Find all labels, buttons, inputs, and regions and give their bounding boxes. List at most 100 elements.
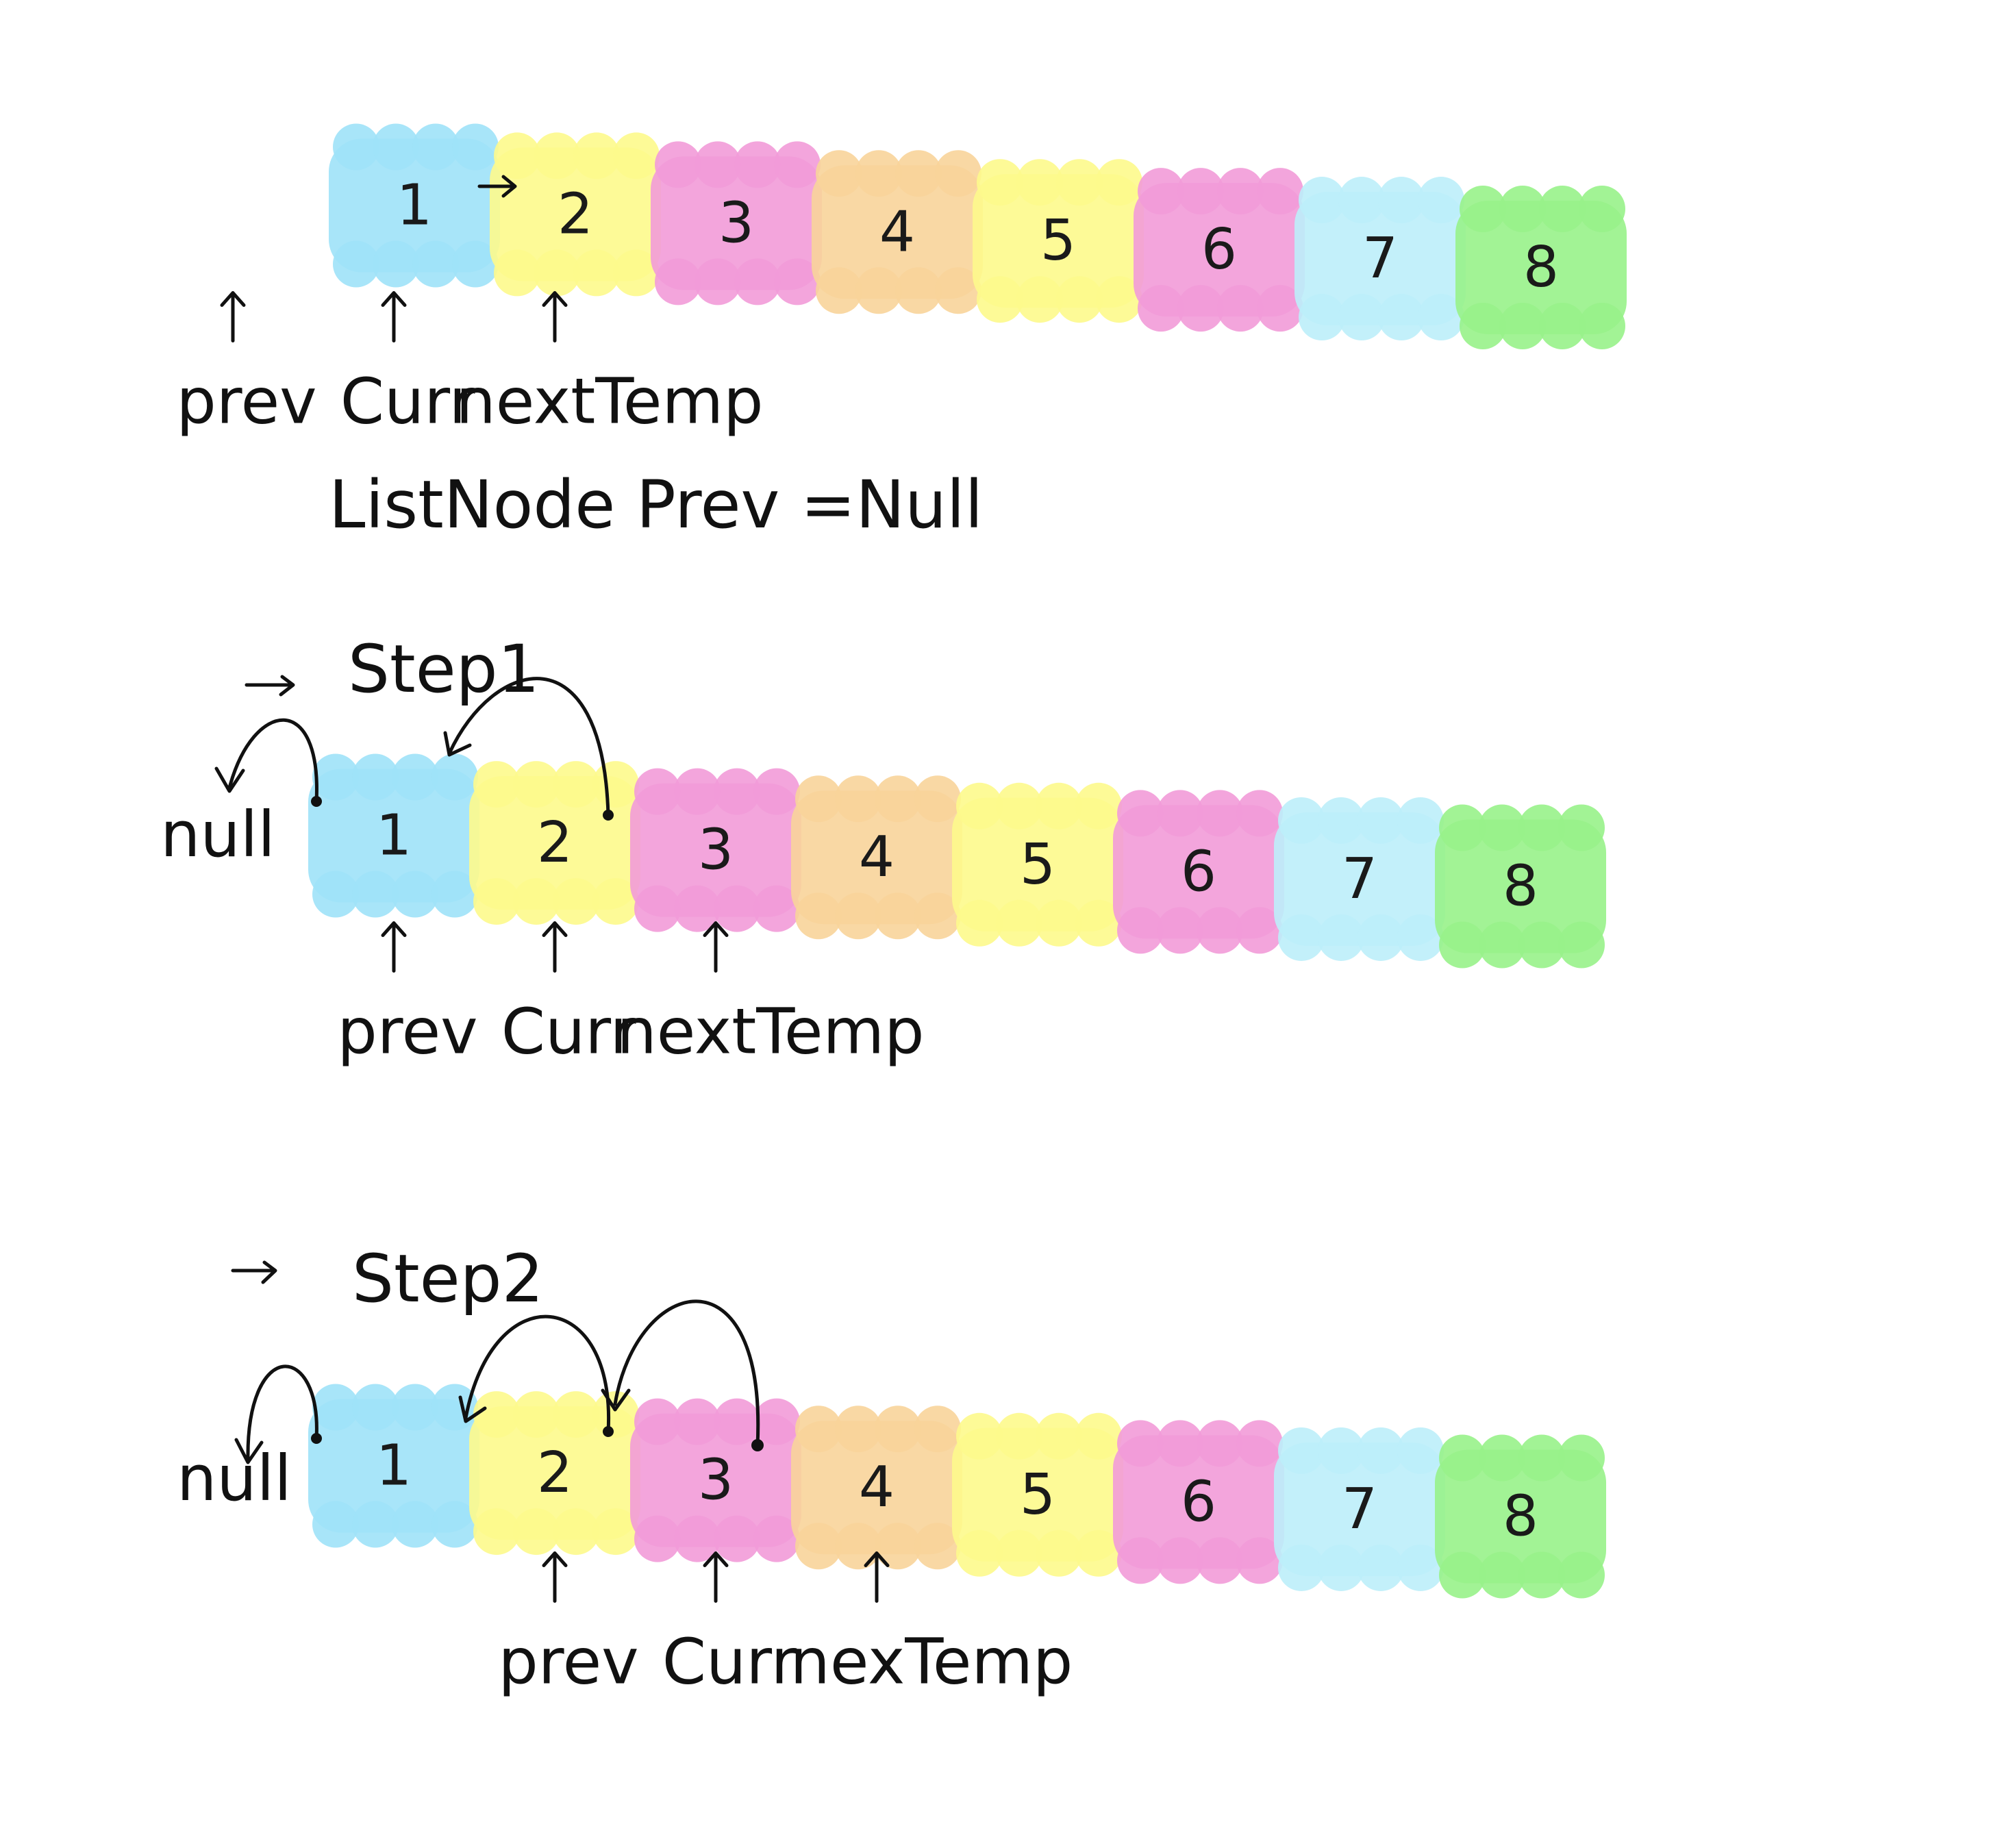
node-bump: [795, 1523, 842, 1570]
list-node: 4: [812, 150, 983, 314]
node-bump: [835, 1406, 881, 1453]
node-bump: [1558, 1434, 1605, 1482]
node-bump: [494, 249, 540, 297]
node-value-label: 1: [397, 173, 432, 238]
node-body: [952, 1427, 1123, 1562]
node-bump: [1318, 1544, 1364, 1591]
node-value-label: 6: [1181, 1469, 1216, 1534]
node-bump: [996, 1529, 1042, 1577]
node-value-label: 1: [376, 803, 412, 869]
node-bump: [695, 258, 741, 305]
pointer-arrow-icon: [864, 1551, 890, 1603]
node-value-label: 1: [376, 1434, 412, 1499]
node-bump: [753, 1515, 800, 1562]
node-value-label: 6: [1201, 217, 1237, 282]
node-bump: [312, 1384, 359, 1431]
node-value-label: 8: [1503, 1484, 1538, 1549]
node-body: [469, 1406, 640, 1540]
node-bump: [1439, 804, 1486, 851]
node-bump: [312, 871, 359, 918]
node-bump: [1418, 177, 1464, 224]
node-bump: [553, 1391, 599, 1438]
pointer-arrow-icon: [220, 291, 246, 342]
node-bump: [1117, 1537, 1164, 1584]
node-bump: [1036, 1529, 1082, 1577]
node-bump: [714, 1398, 760, 1445]
node-body: [812, 165, 983, 299]
node-bump: [1460, 185, 1506, 232]
node-body: [1113, 1435, 1284, 1569]
list-node: 3: [630, 1398, 801, 1562]
node-bump: [914, 775, 961, 823]
node-bump: [494, 132, 540, 179]
node-bump: [1479, 1434, 1525, 1482]
node-bump: [1499, 185, 1546, 232]
node-bump: [431, 753, 478, 801]
node-bump: [513, 1391, 560, 1438]
pointer-label: Curr: [501, 995, 636, 1069]
node-bump: [1318, 1427, 1364, 1474]
pointer-label: prev: [498, 1625, 638, 1699]
node-bump: [714, 885, 760, 932]
node-bump: [1338, 177, 1385, 224]
node-bump: [634, 885, 681, 932]
list-node: 4: [791, 775, 962, 940]
node-bump: [996, 899, 1042, 947]
step-label: Step2: [352, 1240, 544, 1317]
node-bump: [1378, 294, 1425, 341]
node-bump: [1479, 921, 1525, 969]
node-bump: [977, 276, 1023, 323]
node-bump: [1016, 276, 1063, 323]
node-bump: [431, 871, 478, 918]
node-bump: [1358, 914, 1404, 961]
node-bump: [795, 892, 842, 940]
list-node: 6: [1113, 1420, 1284, 1584]
node-bump: [452, 240, 499, 288]
node-bump: [1299, 177, 1345, 224]
node-bump: [634, 1515, 681, 1562]
node-body: [651, 156, 822, 290]
node-bump: [1479, 1551, 1525, 1599]
link-origin-dot: [603, 810, 614, 821]
node-bump: [714, 1515, 760, 1562]
node-bump: [1236, 1537, 1283, 1584]
node-bump: [392, 871, 438, 918]
node-bump: [333, 123, 379, 171]
node-bump: [1299, 294, 1345, 341]
node-bump: [312, 753, 359, 801]
node-bump: [774, 141, 821, 188]
node-bump: [935, 267, 981, 314]
node-value-label: 7: [1342, 847, 1377, 912]
node-bump: [875, 1523, 921, 1570]
node-bump: [1579, 302, 1625, 349]
link-origin-dot: [311, 1433, 322, 1444]
null-label: null: [177, 1442, 292, 1515]
node-bump: [412, 123, 459, 171]
node-bump: [553, 761, 599, 808]
node-bump: [613, 249, 660, 297]
pointer-arrow-icon: [381, 921, 407, 973]
node-bump: [1075, 899, 1122, 947]
node-body: [308, 769, 479, 903]
node-bump: [674, 768, 721, 815]
node-bump: [1318, 914, 1364, 961]
list-node: 2: [490, 132, 661, 297]
list-node-prev-null-caption: ListNode Prev =Null: [329, 466, 983, 543]
node-bump: [1157, 1420, 1203, 1467]
node-value-label: 4: [879, 199, 915, 264]
step-arrow-icon: [231, 1260, 277, 1284]
pointer-arrow-icon: [703, 921, 729, 973]
node-bump: [816, 267, 862, 314]
node-body: [308, 1399, 479, 1533]
node-bump: [1499, 302, 1546, 349]
node-bump: [1096, 159, 1142, 206]
node-bump: [816, 150, 862, 197]
list-node: 8: [1455, 185, 1627, 349]
node-bump: [1016, 159, 1063, 206]
node-bump: [592, 878, 639, 925]
node-bump: [1518, 804, 1565, 851]
node-bump: [534, 132, 580, 179]
